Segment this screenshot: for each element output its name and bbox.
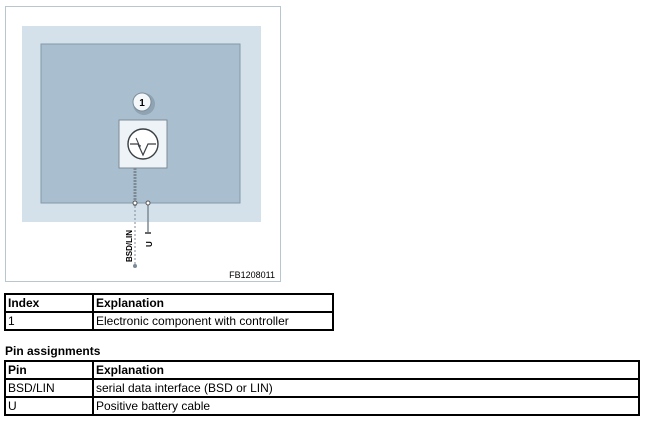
explanation-cell: Electronic component with controller (92, 311, 334, 331)
component-number-text: 1 (139, 98, 145, 109)
pin-cell: U (4, 396, 94, 416)
pin-assignments-heading: Pin assignments (5, 344, 101, 358)
index-table: Index Explanation 1 Electronic component… (4, 293, 334, 331)
pin-label-bsd-lin: BSD/LIN (125, 230, 134, 262)
pin-label-u: U (145, 241, 154, 247)
wire-bsd-lin (132, 168, 138, 268)
pin-cell: BSD/LIN (4, 378, 94, 398)
table-row: 1 Electronic component with controller (4, 311, 334, 331)
wiring-diagram: 1 BSD/LIN U FB1208011 (5, 6, 281, 282)
index-cell: 1 (4, 311, 94, 331)
electronic-controller-symbol (127, 128, 159, 160)
pin-header-explanation: Explanation (92, 360, 640, 380)
pin-table-header: Pin Explanation (4, 360, 640, 380)
explanation-cell: Positive battery cable (92, 396, 640, 416)
pin-assignments-table: Pin Explanation BSD/LIN serial data inte… (4, 360, 640, 416)
figure-code: FB1208011 (229, 270, 275, 280)
index-header-explanation: Explanation (92, 293, 334, 313)
pin-header-pin: Pin (4, 360, 94, 380)
explanation-cell: serial data interface (BSD or LIN) (92, 378, 640, 398)
component-number-badge: 1 (132, 92, 155, 115)
table-row: BSD/LIN serial data interface (BSD or LI… (4, 378, 640, 398)
index-header-index: Index (4, 293, 94, 313)
table-row: U Positive battery cable (4, 396, 640, 416)
index-table-header: Index Explanation (4, 293, 334, 313)
wire-u (145, 200, 151, 234)
